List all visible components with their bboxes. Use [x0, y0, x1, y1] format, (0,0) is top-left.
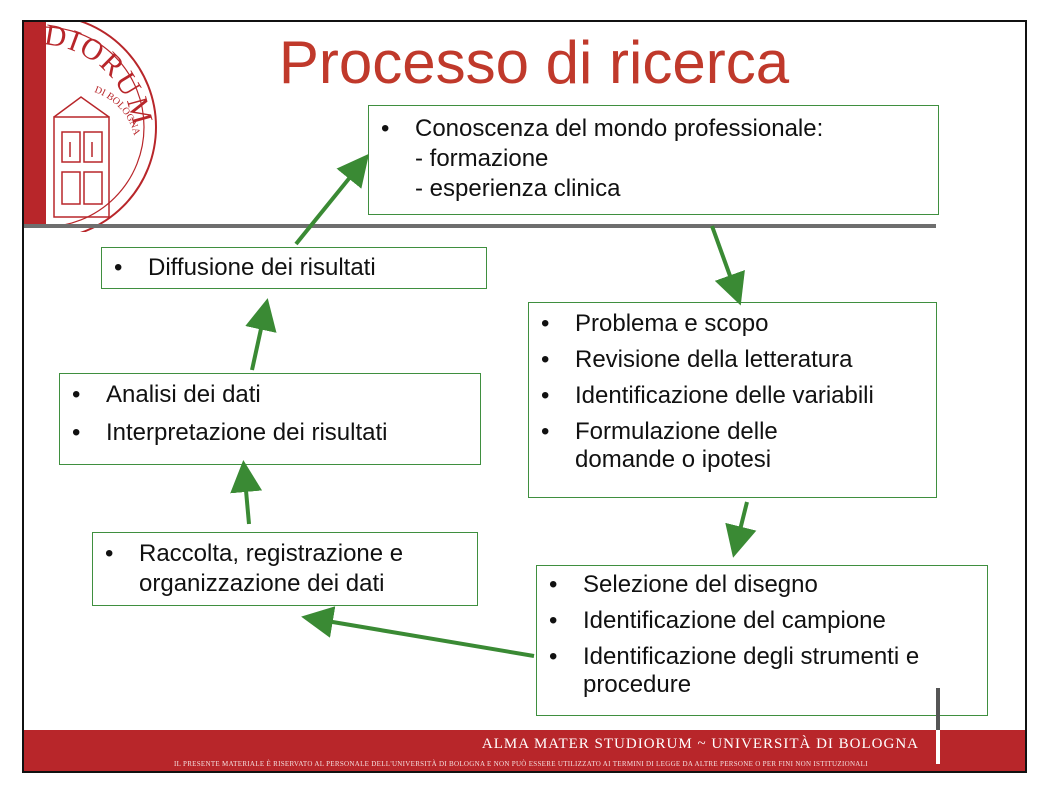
list-item: Identificazione del campione [537, 607, 987, 635]
box-diffusione: Diffusione dei risultati [101, 247, 487, 289]
box-analisi: Analisi dei dati Interpretazione dei ris… [59, 373, 481, 465]
footer-bar: ALMA MATER STUDIORUM ~ UNIVERSITÀ DI BOL… [24, 730, 1025, 771]
slide: STUDIORUM DI BOLOGNA Processo di ricerca… [22, 20, 1027, 773]
list-item: Raccolta, registrazione e organizzazione… [93, 539, 477, 599]
left-red-bar [24, 22, 46, 225]
sub-item: - formazione [415, 145, 549, 172]
arrow-selezione-to-raccolta [301, 606, 535, 658]
list-item: Identificazione degli strumenti e proced… [537, 643, 987, 699]
arrow-analisi-to-diffusione [245, 298, 277, 371]
sub-item: - esperienza clinica [415, 175, 621, 202]
footer-tick [936, 688, 940, 764]
list-item: Selezione del disegno [537, 571, 987, 599]
page-title: Processo di ricerca [278, 29, 790, 96]
header-divider [24, 224, 936, 228]
list-item: Conoscenza del mondo professionale: [369, 114, 938, 144]
arrow-conoscenza-to-problema [710, 225, 745, 306]
footer-disclaimer: IL PRESENTE MATERIALE È RISERVATO AL PER… [174, 760, 868, 768]
arrow-problema-to-selezione [725, 501, 757, 558]
box-selezione: Selezione del disegno Identificazione de… [536, 565, 988, 716]
university-seal-icon: STUDIORUM DI BOLOGNA [22, 22, 159, 232]
list-item: Interpretazione dei risultati [60, 418, 480, 448]
seal-text-top: STUDIORUM [24, 22, 157, 130]
list-item: Revisione della letteratura [529, 346, 936, 374]
list-item: Formulazione delle domande o ipotesi [529, 418, 936, 474]
footer-title: ALMA MATER STUDIORUM ~ UNIVERSITÀ DI BOL… [481, 736, 919, 752]
list-item: Analisi dei dati [60, 380, 480, 410]
svg-text:STUDIORUM: STUDIORUM [22, 22, 159, 130]
box-raccolta: Raccolta, registrazione e organizzazione… [92, 532, 478, 606]
box-problema: Problema e scopo Revisione della lettera… [528, 302, 937, 498]
arrow-diffusione-to-conoscenza [294, 153, 370, 246]
list-item: Problema e scopo [529, 310, 936, 338]
footer-tick-white [936, 730, 940, 764]
box-conoscenza: Conoscenza del mondo professionale: - fo… [368, 105, 939, 215]
list-item: Diffusione dei risultati [102, 253, 486, 283]
arrow-raccolta-to-analisi [230, 460, 263, 525]
list-item: Identificazione delle variabili [529, 382, 936, 410]
